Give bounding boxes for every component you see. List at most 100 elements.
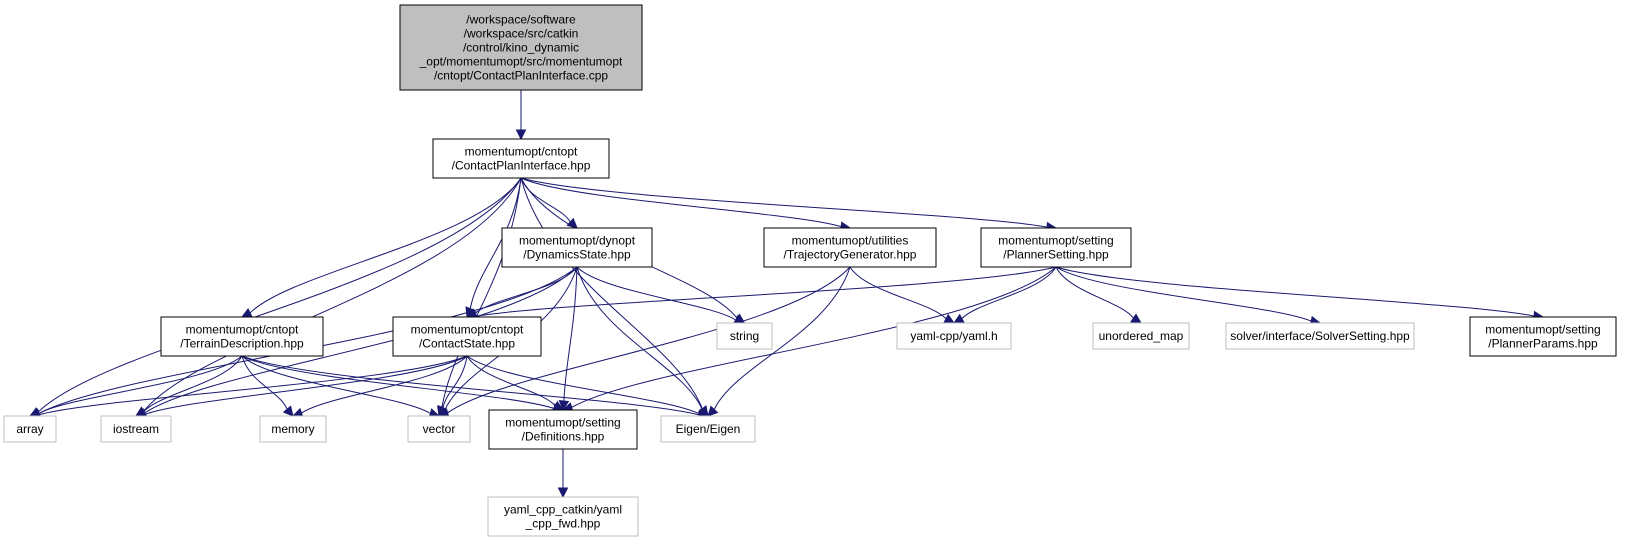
edge-line bbox=[576, 266, 737, 321]
node-box bbox=[487, 496, 639, 537]
edge-plannersetting-to-unordered_map bbox=[1055, 266, 1142, 324]
node-label-line: solver/interface/SolverSetting.hpp bbox=[1230, 329, 1410, 343]
node-definitions[interactable]: momentumopt/setting/Definitions.hpp bbox=[488, 409, 638, 450]
node-unordered_map[interactable]: unordered_map bbox=[1092, 322, 1190, 350]
node-yaml[interactable]: yaml-cpp/yaml.h bbox=[896, 322, 1012, 350]
edge-arrowhead bbox=[515, 129, 527, 141]
node-solversetting[interactable]: solver/interface/SolverSetting.hpp bbox=[1225, 322, 1415, 350]
edge-line bbox=[1055, 266, 1134, 319]
node-label-line: array bbox=[16, 422, 43, 436]
edge-arrowhead bbox=[240, 308, 253, 318]
node-label-line: iostream bbox=[113, 422, 159, 436]
node-label-line: /PlannerSetting.hpp bbox=[1003, 248, 1109, 262]
edge-terrain-to-memory bbox=[241, 355, 294, 417]
edge-line bbox=[301, 355, 468, 414]
edge-line bbox=[241, 355, 700, 416]
node-label-line: yaml_cpp_catkin/yaml bbox=[504, 503, 622, 517]
edge-arrowhead bbox=[953, 313, 965, 324]
node-array[interactable]: array bbox=[3, 415, 57, 443]
edge-line bbox=[1055, 266, 1312, 322]
node-yamlfwd[interactable]: yaml_cpp_catkin/yaml_cpp_fwd.hpp bbox=[487, 496, 639, 537]
node-label-line: vector bbox=[423, 422, 456, 436]
edge-definitions-to-yamlfwd bbox=[557, 448, 569, 499]
node-label-line: momentumopt/cntopt bbox=[186, 323, 299, 337]
node-plannersetting[interactable]: momentumopt/setting/PlannerSetting.hpp bbox=[980, 227, 1132, 268]
node-trajgen[interactable]: momentumopt/utilities/TrajectoryGenerato… bbox=[763, 227, 937, 268]
edge-contactstate-to-vector bbox=[438, 355, 468, 418]
edge-contactstate-to-array bbox=[28, 355, 468, 420]
edge-cpi_hpp-to-terrain bbox=[240, 177, 522, 318]
edge-contactstate-to-eigen bbox=[466, 355, 710, 419]
node-label-line: momentumopt/setting bbox=[505, 416, 620, 430]
node-box bbox=[501, 227, 653, 268]
node-label-line: _cpp_fwd.hpp bbox=[525, 517, 601, 531]
edge-line bbox=[520, 177, 1048, 228]
edge-root-to-cpi_hpp bbox=[515, 89, 527, 141]
edge-line bbox=[143, 355, 243, 412]
node-box bbox=[660, 415, 756, 443]
edge-line bbox=[442, 355, 468, 408]
nodes-layer: /workspace/software/workspace/src/catkin… bbox=[3, 4, 1617, 537]
node-label-line: yaml-cpp/yaml.h bbox=[910, 329, 997, 343]
edge-line bbox=[441, 177, 522, 408]
edge-line bbox=[38, 355, 243, 414]
node-box bbox=[160, 316, 324, 357]
node-box bbox=[1225, 322, 1415, 350]
node-terrain[interactable]: momentumopt/cntopt/TerrainDescription.hp… bbox=[160, 316, 324, 357]
edge-line bbox=[38, 355, 468, 416]
edge-arrowhead bbox=[282, 405, 294, 417]
node-box bbox=[3, 415, 57, 443]
node-label-line: Eigen/Eigen bbox=[676, 422, 741, 436]
edge-line bbox=[961, 266, 1057, 320]
node-box bbox=[896, 322, 1012, 350]
edge-line bbox=[144, 355, 468, 415]
edge-line bbox=[241, 355, 288, 410]
edge-dynstate-to-definitions bbox=[558, 266, 578, 412]
node-label-line: momentumopt/cntopt bbox=[411, 323, 524, 337]
node-label-line: /PlannerParams.hpp bbox=[1488, 337, 1598, 351]
node-box bbox=[716, 322, 773, 350]
node-label-line: /TerrainDescription.hpp bbox=[180, 337, 304, 351]
edge-line bbox=[466, 355, 556, 406]
node-label-line: /control/kino_dynamic bbox=[463, 41, 579, 55]
node-box bbox=[407, 415, 471, 443]
edge-line bbox=[249, 177, 522, 314]
node-plannerparams[interactable]: momentumopt/setting/PlannerParams.hpp bbox=[1469, 316, 1617, 357]
edge-line bbox=[143, 177, 522, 412]
edge-arrowhead bbox=[1130, 313, 1142, 324]
edge-line bbox=[469, 177, 522, 309]
node-box bbox=[259, 415, 327, 443]
node-label-line: memory bbox=[271, 422, 314, 436]
node-eigen[interactable]: Eigen/Eigen bbox=[660, 415, 756, 443]
node-dynstate[interactable]: momentumopt/dynopt/DynamicsState.hpp bbox=[501, 227, 653, 268]
node-label-line: /ContactPlanInterface.hpp bbox=[452, 159, 591, 173]
node-box bbox=[763, 227, 937, 268]
edge-line bbox=[571, 266, 1057, 408]
node-memory[interactable]: memory bbox=[259, 415, 327, 443]
node-vector[interactable]: vector bbox=[407, 415, 471, 443]
node-string[interactable]: string bbox=[716, 322, 773, 350]
node-label-line: /Definitions.hpp bbox=[522, 430, 605, 444]
edge-arrowhead bbox=[558, 400, 570, 412]
edge-line bbox=[576, 266, 703, 410]
edge-cpi_hpp-to-vector bbox=[437, 177, 522, 418]
node-contactstate[interactable]: momentumopt/cntopt/ContactState.hpp bbox=[392, 316, 542, 357]
node-iostream[interactable]: iostream bbox=[100, 415, 172, 443]
edge-arrowhead bbox=[943, 313, 955, 324]
edge-line bbox=[466, 355, 700, 415]
node-box bbox=[1092, 322, 1190, 350]
node-label-line: momentumopt/utilities bbox=[792, 234, 909, 248]
edges-layer bbox=[28, 89, 1545, 499]
edge-line bbox=[849, 266, 947, 320]
node-label-line: momentumopt/cntopt bbox=[465, 145, 578, 159]
edge-cpi_hpp-to-plannersetting bbox=[520, 177, 1058, 233]
edge-dynstate-to-eigen bbox=[576, 266, 709, 417]
node-label-line: momentumopt/dynopt bbox=[519, 234, 636, 248]
node-label-line: /workspace/software bbox=[466, 13, 576, 27]
edge-line bbox=[520, 177, 842, 228]
edge-line bbox=[474, 266, 578, 314]
edge-contactstate-to-memory bbox=[291, 355, 468, 418]
node-box bbox=[399, 4, 643, 91]
node-cpi_hpp[interactable]: momentumopt/cntopt/ContactPlanInterface.… bbox=[432, 138, 610, 179]
